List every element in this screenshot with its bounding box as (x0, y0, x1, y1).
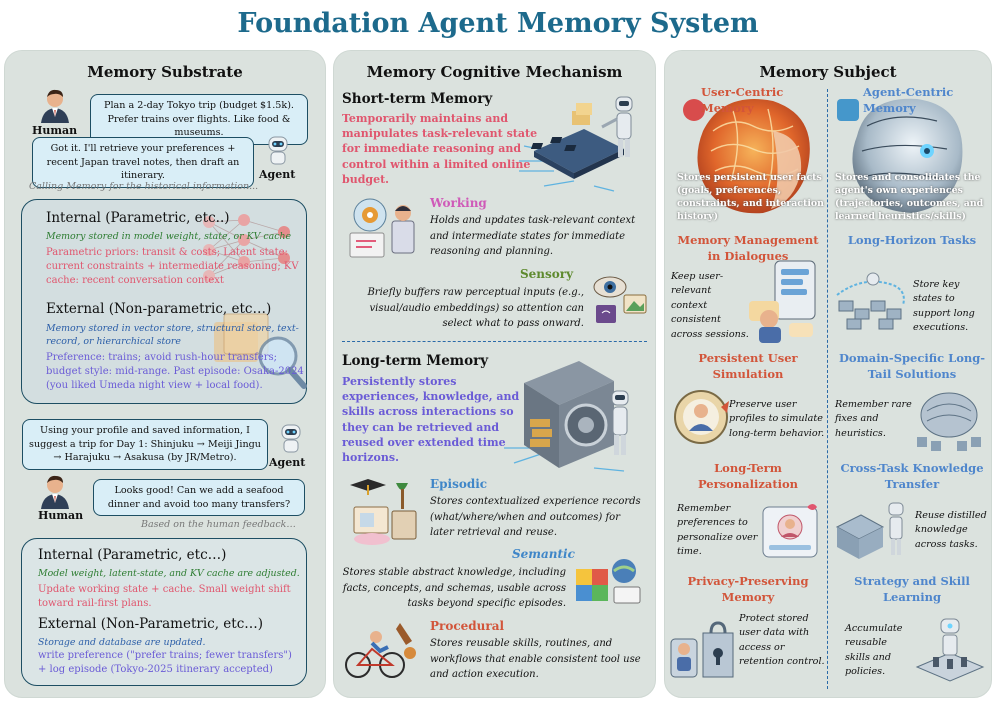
long-tail-heading: Domain-Specific Long-Tail Solutions (838, 351, 986, 381)
semantic-memory-icon (576, 559, 641, 604)
external-update-subtitle: Storage and database are updated. (38, 637, 206, 648)
dialogue-memory-heading: Memory Management in Dialogues (677, 233, 819, 263)
external-memory-subtitle: Memory stored in vector store, structura… (46, 323, 299, 348)
external-update-heading: External (Non-Parametric, etc…) (38, 616, 264, 632)
long-term-description: Persistently stores experiences, knowled… (342, 375, 520, 464)
domain-expert-icon (917, 392, 981, 451)
memory-cognitive-panel: Memory Cognitive Mechanism Short-term Me… (333, 50, 656, 698)
robot-agent-icon (273, 419, 309, 455)
procedural-memory-icon (345, 623, 416, 678)
personalization-text: Remember preferences to personalize over… (677, 503, 758, 558)
external-memory-heading: External (Non-parametric, etc…) (46, 301, 272, 317)
external-memory-text: Preference: trains; avoid rush-hour tran… (46, 352, 304, 392)
long-horizon-heading: Long-Horizon Tasks (847, 233, 977, 247)
long-term-heading: Long-term Memory (342, 353, 489, 369)
user-brain-portrait-icon (683, 99, 810, 214)
feedback-note: Based on the human feedback… (141, 519, 296, 530)
privacy-memory-heading: Privacy-Preserving Memory (687, 574, 809, 604)
short-term-heading: Short-term Memory (342, 91, 493, 107)
human-avatar-icon (35, 469, 75, 509)
human-feedback-message: Looks good! Can we add a seafood dinner … (93, 479, 305, 517)
working-memory-icon (349, 198, 415, 258)
panel-title: Memory Subject (759, 63, 897, 81)
agent-centric-text: Stores and consolidates the agent's own … (835, 172, 984, 222)
semantic-heading: Semantic (512, 547, 575, 561)
user-simulation-text: Preserve user profiles to simulate long-… (729, 399, 825, 439)
short-term-description: Temporarily maintains and manipulates ta… (342, 112, 538, 186)
long-horizon-text: Store key states to support long executi… (913, 279, 975, 334)
cross-task-text: Reuse distilled knowledge across tasks. (915, 510, 987, 550)
sensory-text: Briefly buffers raw perceptual inputs (e… (367, 287, 584, 329)
cross-task-heading: Cross-Task Knowledge Transfer (840, 461, 984, 491)
dialogue-icon (749, 260, 816, 343)
personalization-icon (762, 504, 818, 558)
internal-update-text: Update working state + cache. Small weig… (38, 584, 291, 610)
agent-label: Agent (259, 168, 296, 181)
panel-title: Memory Substrate (87, 63, 243, 81)
episodic-text: Stores contextualized experience records… (430, 496, 641, 538)
dialogue-memory-text: Keep user-relevant context consistent ac… (671, 271, 749, 340)
user-agent-divider (827, 89, 828, 689)
agent-centric-heading: Agent-Centric Memory (863, 85, 954, 115)
memory-update-box: Internal (Parametric, etc…) Model weight… (21, 538, 307, 686)
internal-memory-text: Parametric priors: transit & costs; Late… (46, 247, 299, 287)
working-heading: Working (430, 196, 487, 210)
neural-network-icon (203, 214, 290, 282)
calling-memory-note: Calling Memory for the historical inform… (29, 181, 259, 192)
user-simulation-heading: Persistent User Simulation (698, 351, 798, 381)
agent-suggestion-message: Using your profile and saved information… (22, 419, 268, 470)
internal-memory-subtitle: Memory stored in model weight, state, or… (46, 231, 292, 242)
long-horizon-icon (836, 272, 905, 330)
human-label: Human (38, 509, 84, 522)
procedural-heading: Procedural (430, 619, 505, 633)
episodic-heading: Episodic (430, 477, 488, 491)
memory-retrieval-box: Internal (Parametric, etc..) Memory stor… (21, 199, 307, 404)
agent-label: Agent (269, 456, 306, 469)
database-search-icon (214, 313, 307, 389)
knowledge-transfer-icon (835, 502, 904, 559)
chess-strategy-icon (915, 618, 985, 682)
memory-chip-robot-icon (519, 96, 633, 192)
procedural-text: Stores reusable skills, routines, and wo… (430, 638, 641, 680)
short-long-divider (342, 341, 647, 342)
skill-learning-heading: Strategy and Skill Learning (854, 574, 970, 604)
internal-memory-heading: Internal (Parametric, etc..) (46, 210, 230, 226)
internal-update-subtitle: Model weight, latent-state, and KV cache… (38, 568, 300, 579)
privacy-memory-text: Protect stored user data with access or … (739, 613, 825, 668)
working-text: Holds and updates task-relevant context … (430, 215, 636, 257)
user-simulation-icon (674, 390, 729, 444)
user-centric-heading: User-Centric Memory (701, 85, 784, 115)
human-avatar-icon (35, 83, 75, 123)
external-update-text: write preference ("prefer trains; fewer … (38, 650, 292, 676)
skill-learning-text: Accumulate reusable skills and policies. (845, 623, 903, 678)
vault-robot-icon (504, 361, 629, 472)
episodic-memory-icon (350, 479, 417, 545)
internal-update-heading: Internal (Parametric, etc…) (38, 547, 227, 563)
robot-agent-icon (260, 131, 296, 167)
sensory-heading: Sensory (520, 267, 574, 281)
personalization-heading: Long-Term Personalization (697, 461, 799, 491)
privacy-lock-icon (670, 621, 734, 678)
human-label: Human (32, 124, 78, 137)
page-title: Foundation Agent Memory System (237, 8, 759, 39)
sensory-icon (593, 276, 647, 323)
agent-message: Got it. I'll retrieve your preferences +… (32, 137, 254, 188)
long-tail-text: Remember rare fixes and heuristics. (835, 399, 912, 439)
memory-subject-panel: Memory Subject User-Centric Memory Store… (664, 50, 992, 698)
memory-substrate-panel: Memory Substrate Human Plan a 2-day Toky… (4, 50, 326, 698)
panel-title: Memory Cognitive Mechanism (366, 63, 623, 81)
robot-head-portrait-icon (837, 98, 963, 213)
semantic-text: Stores stable abstract knowledge, includ… (342, 567, 566, 609)
user-centric-text: Stores persistent user facts (goals, pre… (677, 172, 824, 222)
